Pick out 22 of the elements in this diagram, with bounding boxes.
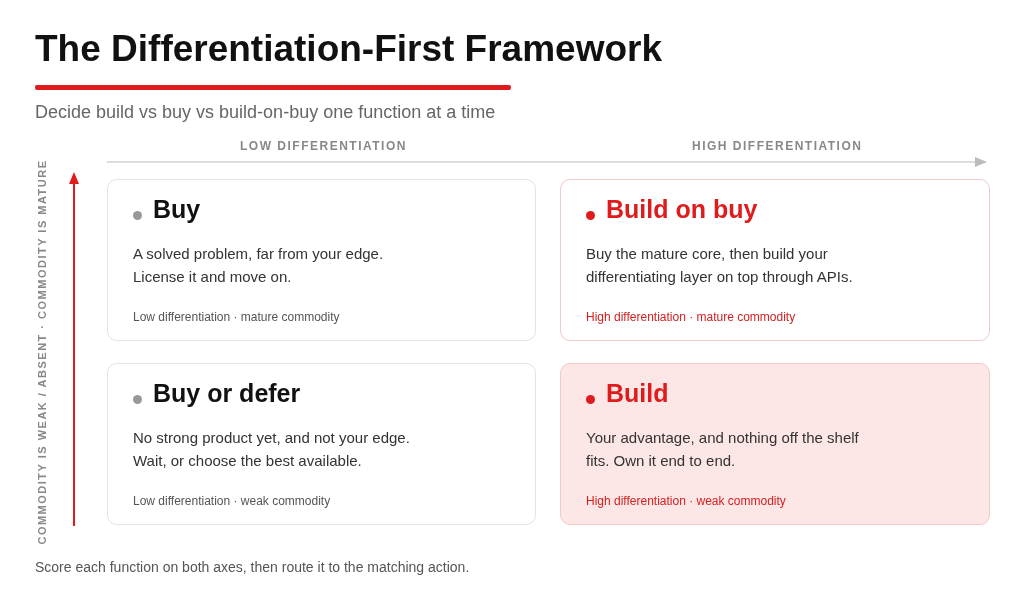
card-description: No strong product yet, and not your edge. Wait, or choose the best available. <box>133 428 411 471</box>
card-description: Your advantage, and nothing off the shelf fits. Own it end to end. <box>586 428 860 471</box>
axis-label: HIGH DIFFERENTIATION <box>692 139 863 153</box>
card-footnote: Low differentiation · weak commodity <box>133 494 331 508</box>
subtitle: Decide build vs buy vs build-on-buy one function at a time <box>35 102 496 123</box>
card-description: Buy the mature core, then build your differentiating layer on top through APIs. <box>586 244 854 287</box>
quadrant-card <box>560 363 990 525</box>
title: The Differentiation-First Framework <box>35 28 663 70</box>
card-footnote: High differentiation · mature commodity <box>586 310 796 324</box>
card-description: A solved problem, far from your edge. License it and move on. <box>133 244 385 287</box>
axis-label: COMMODITY IS WEAK / ABSENT · COMMODITY IS MATURE <box>36 159 48 545</box>
caption: Score each function on both axes, then route it to the matching action. <box>35 559 470 575</box>
quadrant-card <box>107 363 536 525</box>
quadrant-card <box>107 179 536 341</box>
card-heading: Build on buy <box>606 198 759 221</box>
quadrant-card <box>560 179 990 341</box>
card-heading: Build <box>606 382 670 405</box>
card-heading: Buy or defer <box>153 382 302 405</box>
card-footnote: Low differentiation · mature commodity <box>133 310 340 324</box>
card-footnote: High differentiation · weak commodity <box>586 494 786 508</box>
axis-label: LOW DIFFERENTIATION <box>240 139 407 153</box>
card-heading: Buy <box>153 198 202 221</box>
